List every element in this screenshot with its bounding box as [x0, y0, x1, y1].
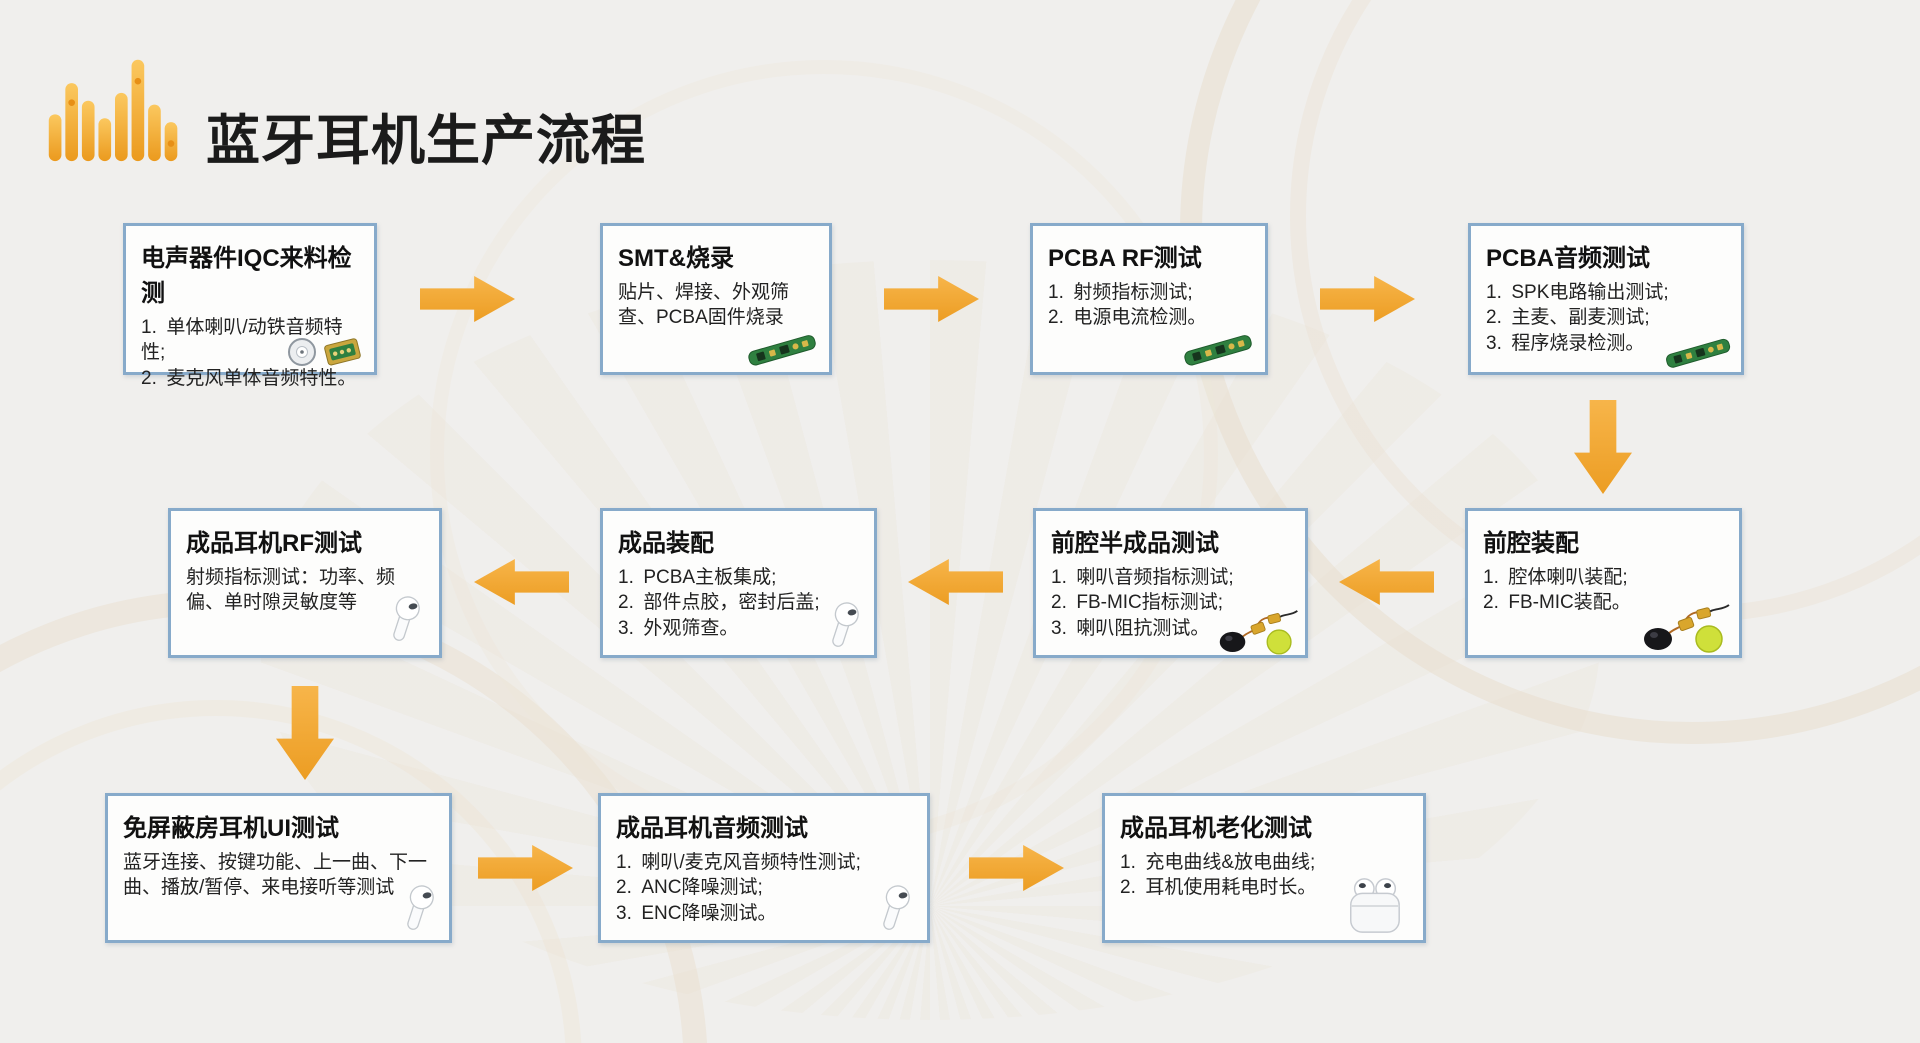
step-title: 成品装配	[618, 530, 714, 557]
flow-step-pcba-rf-test: PCBA RF测试 1. 射频指标测试; 2. 电源电流检测。	[1030, 223, 1268, 375]
flow-step-aging-test: 成品耳机老化测试 1. 充电曲线&放电曲线; 2. 耳机使用耗电时长。	[1102, 793, 1426, 943]
step-title: PCBA RF测试	[1048, 245, 1202, 272]
step-detail-line: 2. 主麦、副麦测试;	[1486, 307, 1650, 329]
step-title: 免屏蔽房耳机UI测试	[123, 815, 339, 842]
equalizer-bars-icon	[48, 59, 178, 162]
step-detail-line: 2. 麦克风单体音频特性。	[141, 367, 357, 389]
background-swirl	[430, 60, 1218, 848]
step-detail-line: 1. 充电曲线&放电曲线;	[1120, 852, 1316, 873]
step-detail-line: 1. 射频指标测试;	[1048, 282, 1193, 303]
step-detail-line: 1. 单体喇叭/动铁音频特性;	[141, 317, 343, 364]
step-detail-line: 2. ANC降噪测试;	[616, 877, 763, 899]
flow-step-pcba-audio-test: PCBA音频测试 1. SPK电路输出测试; 2. 主麦、副麦测试; 3. 程序…	[1468, 223, 1744, 375]
step-title: 成品耳机RF测试	[186, 530, 362, 557]
arrow-down-icon	[1574, 400, 1632, 494]
green-pcb-photo	[1179, 330, 1259, 370]
step-title: 前腔装配	[1483, 530, 1579, 557]
flow-step-front-cavity-assembly: 前腔装配 1. 腔体喇叭装配; 2. FB-MIC装配。	[1465, 508, 1742, 658]
step-title: 前腔半成品测试	[1051, 530, 1219, 557]
step-detail-line: 3. 程序烧录检测。	[1486, 332, 1645, 354]
step-detail-line: 蓝牙连接、按键功能、上一曲、下一曲、播放/暂停、来电接听等测试	[123, 852, 428, 899]
step-detail-line: 3. ENC降噪测试。	[616, 902, 777, 924]
step-detail-line: 1. 腔体喇叭装配;	[1483, 567, 1628, 588]
green-pcb-photo	[743, 330, 823, 370]
flow-step-finished-earphone-rf-test: 成品耳机RF测试 射频指标测试：功率、频偏、单时隙灵敏度等	[168, 508, 442, 658]
step-detail-line: 2. 电源电流检测。	[1048, 307, 1207, 329]
step-detail-line: 贴片、焊接、外观筛查、PCBA固件烧录	[618, 282, 790, 329]
flow-step-finished-earphone-audio-test: 成品耳机音频测试 1. 喇叭/麦克风音频特性测试; 2. ANC降噪测试; 3.…	[598, 793, 930, 943]
flow-step-smt-burning: SMT&烧录 贴片、焊接、外观筛查、PCBA固件烧录	[600, 223, 832, 375]
step-detail-line: 2. FB-MIC指标测试;	[1051, 592, 1224, 614]
arrow-right-icon	[884, 276, 979, 322]
step-detail-line: 射频指标测试：功率、频偏、单时隙灵敏度等	[186, 567, 396, 614]
step-detail-line: 3. 外观筛查。	[618, 617, 739, 639]
step-title: 成品耳机音频测试	[616, 815, 808, 842]
step-title: SMT&烧录	[618, 245, 734, 272]
flow-step-finished-product-assembly: 成品装配 1. PCBA主板集成; 2. 部件点胶，密封后盖; 3. 外观筛查。	[600, 508, 877, 658]
step-title: PCBA音频测试	[1486, 245, 1651, 272]
step-detail-line: 1. SPK电路输出测试;	[1486, 282, 1669, 303]
step-detail-line: 1. PCBA主板集成;	[618, 567, 777, 588]
arrow-left-icon	[1339, 559, 1434, 605]
flow-step-iqc-inspection: 电声器件IQC来料检测 1. 单体喇叭/动铁音频特性; 2. 麦克风单体音频特性…	[123, 223, 377, 389]
arrow-right-icon	[1320, 276, 1415, 322]
flow-step-front-cavity-semi-finished-test: 前腔半成品测试 1. 喇叭音频指标测试; 2. FB-MIC指标测试; 3. 喇…	[1033, 508, 1308, 658]
arrow-left-icon	[908, 559, 1003, 605]
arrow-right-icon	[478, 845, 573, 891]
step-title: 电声器件IQC来料检测	[141, 245, 352, 307]
step-title: 成品耳机老化测试	[1120, 815, 1312, 842]
step-detail-line: 1. 喇叭/麦克风音频特性测试;	[616, 852, 861, 873]
page-title: 蓝牙耳机生产流程	[206, 111, 646, 171]
arrow-down-icon	[276, 686, 334, 780]
arrow-right-icon	[420, 276, 515, 322]
arrow-right-icon	[969, 845, 1064, 891]
arrow-left-icon	[474, 559, 569, 605]
step-detail-line: 2. 耳机使用耗电时长。	[1120, 877, 1317, 899]
step-detail-line: 1. 喇叭音频指标测试;	[1051, 567, 1234, 588]
step-detail-line: 2. FB-MIC装配。	[1483, 592, 1631, 614]
step-detail-line: 3. 喇叭阻抗测试。	[1051, 617, 1210, 639]
flow-step-shield-free-ui-test: 免屏蔽房耳机UI测试 蓝牙连接、按键功能、上一曲、下一曲、播放/暂停、来电接听等…	[105, 793, 452, 943]
step-detail-line: 2. 部件点胶，密封后盖;	[618, 592, 820, 614]
